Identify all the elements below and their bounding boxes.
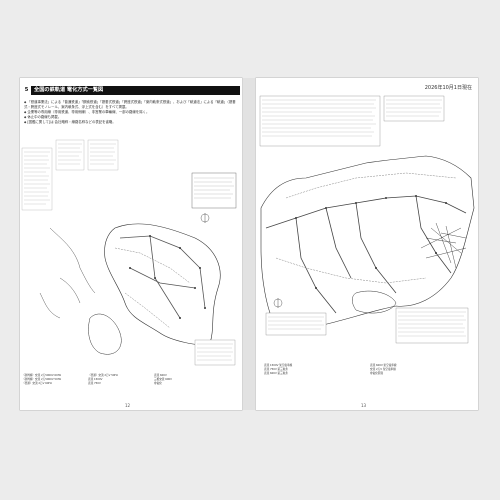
legend-item: （普通）交流 2万V 60Hz — [22, 382, 52, 385]
legend-item: 非電化 — [154, 382, 162, 385]
date-label: 2026年10月1日現在 — [424, 85, 472, 91]
right-map — [259, 95, 475, 344]
note-item: 「鉄道事業法」による「普通鉄道」「鋼索鉄道」「懸垂式鉄道」「跨座式鉄道」「案内軌… — [24, 100, 236, 110]
page-number: 12 — [125, 403, 131, 408]
legend-item: 直流 600V 第三軌条 — [264, 372, 288, 375]
legend-item: 直流 600V — [154, 374, 167, 377]
legend-item: 交流 2万V 架空電車線 — [370, 368, 396, 371]
legend-item: （普通）交流 2万V 50Hz — [88, 374, 118, 377]
legend-item: 直流 1500V — [88, 378, 103, 381]
book-gutter — [243, 78, 255, 410]
legend-item: （新幹線）交流 2万5000V 60Hz — [22, 374, 62, 377]
notes-list: 「鉄道事業法」による「普通鉄道」「鋼索鉄道」「懸垂式鉄道」「跨座式鉄道」「案内軌… — [24, 100, 236, 125]
left-map — [21, 139, 237, 366]
note-item: [図鑑に関して]は 会社略称・線路名称などの表記を省略。 — [24, 120, 236, 125]
legend-item: 三相交流 600V — [154, 378, 172, 381]
right-legend: 直流 1500V 架空電車線 直流 750V 第三軌条 直流 600V 第三軌条… — [264, 364, 474, 376]
legend-item: 非電化区間 — [370, 372, 383, 375]
section-title: 全国の鉄軌道 電化方式一覧図 — [34, 87, 104, 93]
right-page: 2026年10月1日現在 — [256, 78, 478, 410]
note-item: 企業等の専用線（専用鉄道、専用側線）、非営業の車輛線、一部の路線を除く。 — [24, 110, 236, 115]
section-number: 5 — [22, 86, 31, 95]
legend-item: 直流 1500V 架空電車線 — [264, 364, 293, 367]
legend: （新幹線）交流 2万5000V 60Hz （新幹線）交流 2万5000V 50H… — [22, 374, 240, 386]
legend-item: 直流 750V — [88, 382, 101, 385]
page-number: 13 — [361, 403, 367, 408]
legend-item: 直流 600V 架空電車線 — [370, 364, 397, 367]
note-item: 休止中の路線も掲載。 — [24, 115, 236, 120]
legend-item: （新幹線）交流 2万5000V 50Hz — [22, 378, 62, 381]
legend-item: 直流 750V 第三軌条 — [264, 368, 288, 371]
